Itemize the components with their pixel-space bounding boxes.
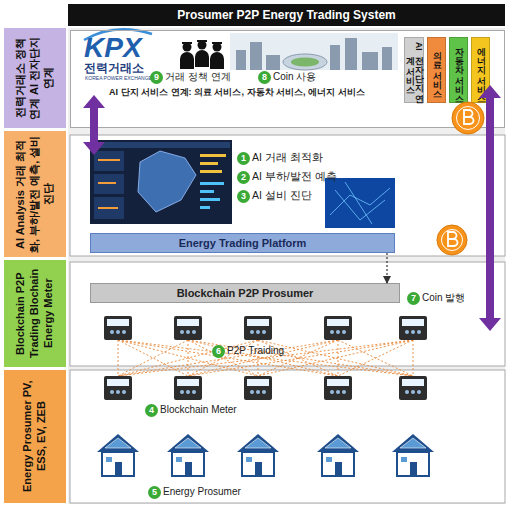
callout-text: Coin 발행: [422, 292, 465, 303]
node-text: 자동차 서비스: [454, 42, 463, 98]
meter-icon: [174, 316, 202, 340]
double-arrow: [83, 95, 105, 155]
node-text: Energy Prosumer PV, ESS, EV, ZEB: [21, 374, 49, 499]
arrow-head: [83, 142, 105, 155]
node-text: AI 단지 서비스 연계: 의료 서비스, 자동차 서비스, 에너지 서비스: [109, 86, 365, 99]
meter-icon: [399, 316, 427, 340]
person-body: [180, 50, 224, 69]
layer-label: Energy Prosumer PV, ESS, EV, ZEB: [4, 370, 66, 503]
callout-text: P2P Traiding: [227, 345, 284, 356]
house-icon: [167, 434, 209, 476]
callout-text: Blockchain Meter: [160, 404, 237, 415]
node-text: Blockchain P2P Prosumer: [177, 287, 314, 299]
node-text: 의료 서비스: [432, 46, 441, 93]
panel-gutter: [68, 28, 505, 504]
p2p-mesh: [118, 340, 413, 376]
dashboard-bars: [200, 154, 226, 173]
node-text: AI Analysis 거래 최적화, 부하/발전 예측, 설비 진단: [14, 135, 55, 253]
logo-text: 전력거래소: [84, 62, 144, 74]
meter-icon: [324, 316, 352, 340]
dashboard-screen: [90, 140, 232, 224]
meter-icon: [244, 316, 272, 340]
stadium: [283, 54, 327, 70]
node-text: Blockchain P2P Trading Blochain Energy M…: [14, 264, 55, 363]
service-box: 자동차 서비스: [449, 37, 468, 103]
dashboard-map: [138, 151, 196, 212]
layer-label: 전력거래소 정책 연계 AI 전자단지 연계: [4, 28, 66, 128]
service-box: 에너지 서비스: [471, 37, 490, 103]
callout-number: 1: [237, 152, 250, 165]
callout-number: 4: [145, 404, 158, 417]
callout-text: Coin 사용: [273, 71, 316, 82]
arrow-shaft: [90, 106, 98, 144]
node-text: 전력거래소 정책 연계 AI 전자단지 연계: [14, 32, 55, 124]
coin-ring: [442, 230, 463, 251]
callout-text: Energy Prosumer: [163, 486, 241, 497]
callout-number: 8: [258, 71, 271, 84]
meter-icon: [174, 376, 202, 400]
network-image: [325, 178, 395, 228]
coin-icon: [437, 225, 467, 255]
coin-ring: [457, 107, 480, 130]
service-box: AI전자단지 연계 서비스: [404, 37, 424, 103]
stadium-field: [291, 58, 319, 67]
dotted-connector: [386, 253, 387, 283]
house-icon: [237, 434, 279, 476]
panel-fill: [70, 30, 505, 128]
arrow-head: [479, 318, 501, 331]
blockchain-panel: [70, 262, 505, 366]
service-box: 의료 서비스: [427, 37, 446, 103]
platform-bar: Energy Trading Platform: [90, 233, 395, 253]
house-icon: [392, 434, 434, 476]
meter-icon: [104, 316, 132, 340]
node-text: 에너지 서비스: [476, 42, 485, 98]
logo-text: KOREA POWER EXCHANGE: [85, 76, 152, 81]
people-icon: [180, 40, 224, 69]
callout-number: 7: [407, 292, 420, 305]
blockchain-bar: Blockchain P2P Prosumer: [90, 283, 400, 303]
dashboard-tiles: [94, 151, 124, 219]
callout-text: 거래 정책 연계: [165, 71, 231, 82]
meter-icon: [399, 376, 427, 400]
coin-disc: [437, 225, 467, 255]
callout-number: 6: [212, 345, 225, 358]
callout-text: AI 설비 진단: [252, 190, 312, 202]
arrow-head: [83, 95, 105, 108]
network-lines: [330, 182, 390, 224]
callout-text: AI 부하/발전 예측: [252, 171, 337, 183]
house-icon: [97, 434, 139, 476]
dashboard-header: [92, 142, 230, 148]
meter-icon: [104, 376, 132, 400]
dashboard-bars: [200, 182, 224, 209]
city-image: [230, 33, 398, 70]
callout-text: AI 거래 최적화: [252, 152, 323, 164]
city-buildings: [236, 38, 392, 70]
coin-mark: [448, 232, 458, 246]
callout-number: 9: [150, 71, 163, 84]
node-text: AI전자단지 연계 서비스: [405, 38, 424, 102]
coin-mark: [464, 110, 474, 124]
meter-icon: [324, 376, 352, 400]
node-text: Energy Trading Platform: [179, 237, 307, 249]
callout-number: 2: [237, 171, 250, 184]
person-hat: [182, 40, 222, 44]
coin-icon: [452, 102, 484, 134]
callout-number: 5: [148, 486, 161, 499]
coin-disc: [452, 102, 484, 134]
house-icon: [317, 434, 359, 476]
logo-text: KPX: [84, 34, 142, 62]
layer-label: Blockchain P2P Trading Blochain Energy M…: [4, 260, 66, 367]
title-text: Prosumer P2P Energy Trading System: [177, 8, 396, 22]
dashboard-lines: [98, 160, 120, 208]
title-bar: Prosumer P2P Energy Trading System: [68, 4, 505, 26]
prosumer-panel: [70, 370, 505, 503]
callout-number: 3: [237, 190, 250, 203]
ai-panel: [70, 135, 505, 256]
layer-label: AI Analysis 거래 최적화, 부하/발전 예측, 설비 진단: [4, 131, 66, 257]
arrow-shaft: [486, 96, 494, 320]
double-arrow: [479, 85, 501, 331]
meter-icon: [244, 376, 272, 400]
